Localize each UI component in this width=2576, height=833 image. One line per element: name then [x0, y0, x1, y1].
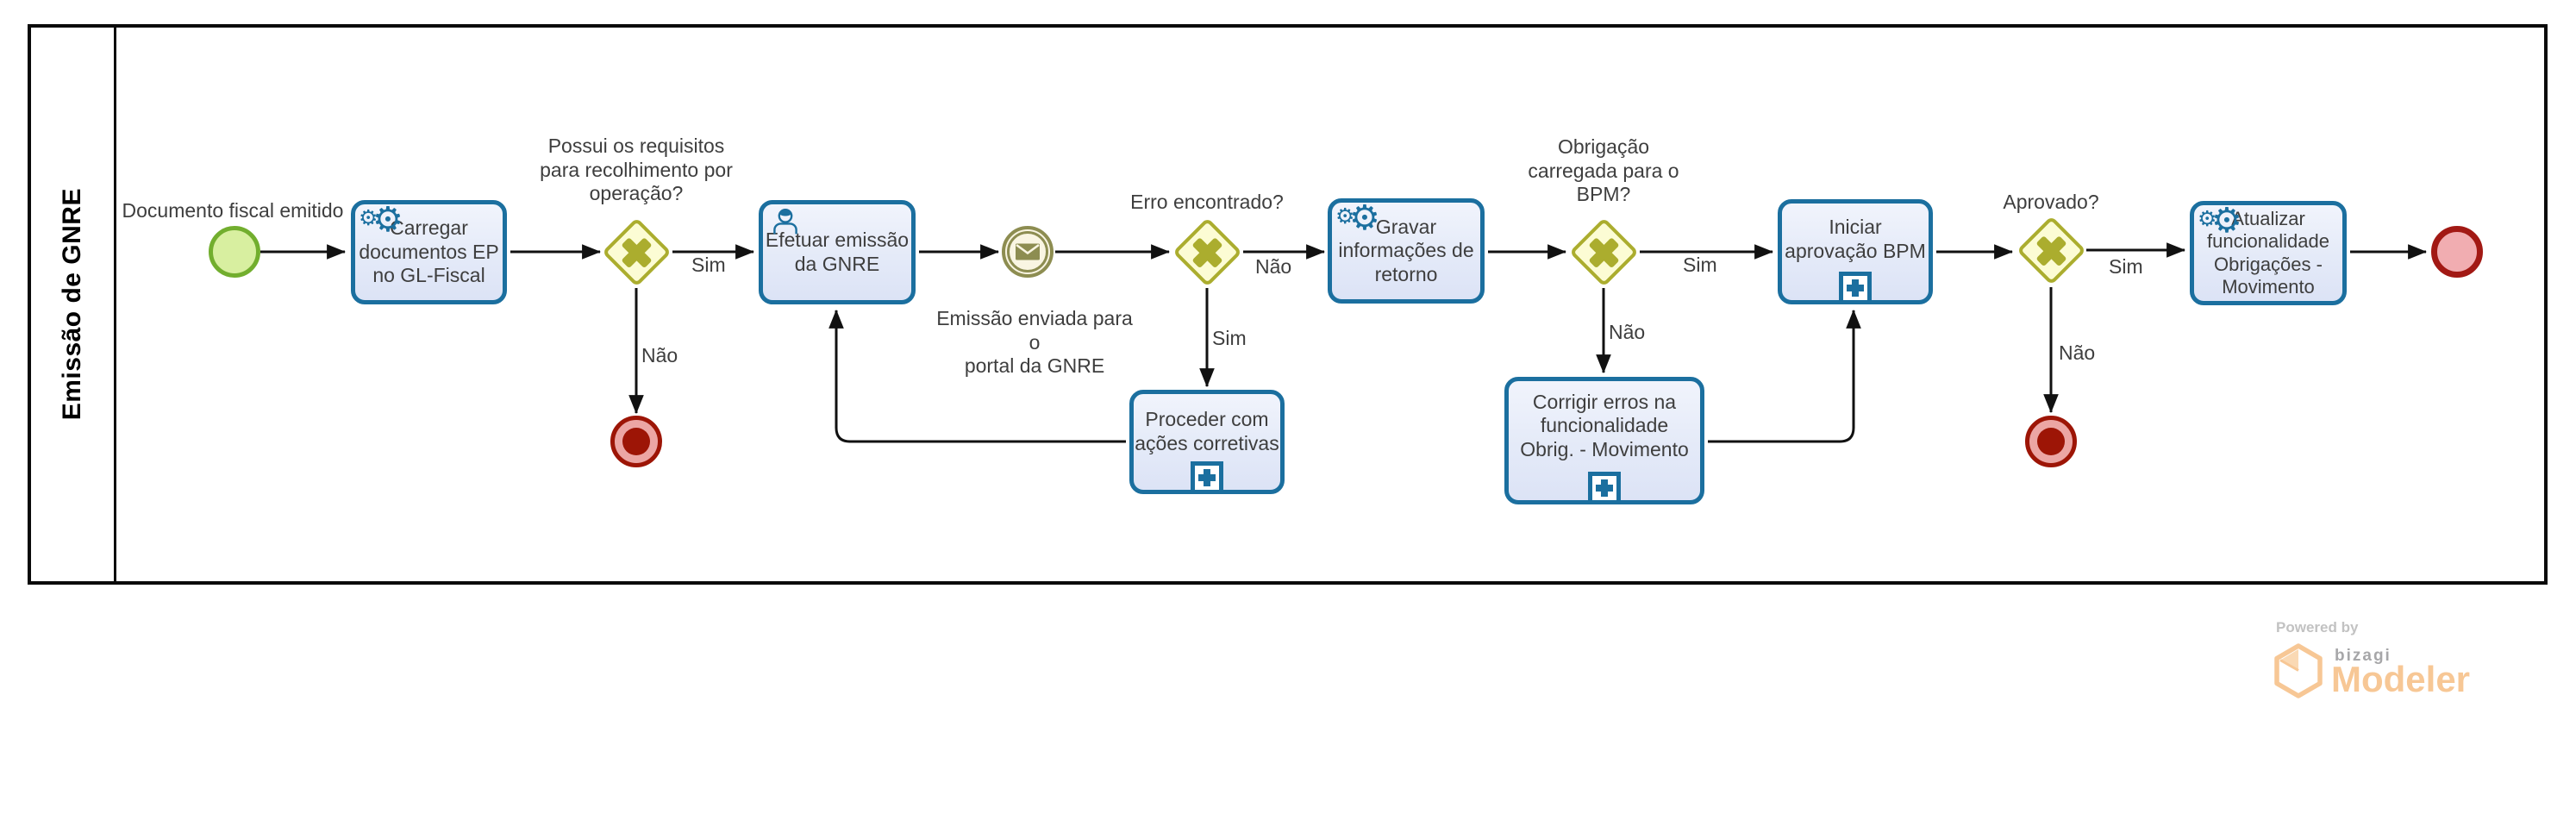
bizagi-logo-icon [2274, 643, 2323, 698]
envelope-icon [1016, 243, 1040, 260]
task-label: Gravar informações de retorno [1338, 215, 1474, 285]
end-event[interactable] [2431, 226, 2483, 278]
service-gear-icon: ⚙ ⚙ [359, 201, 403, 239]
subprocess-plus-icon[interactable] [1839, 272, 1872, 304]
edge-label-sim-2: Sim [1212, 327, 1247, 349]
edge-label-nao-3: Não [1609, 321, 1646, 343]
service-gear-icon: ⚙ ⚙ [1335, 199, 1380, 237]
process-pool: Emissão de GNRE [28, 24, 2548, 585]
start-event[interactable] [209, 226, 260, 278]
task-atualizar-funcionalidade[interactable]: ⚙ ⚙ Atualizar funcionalidade Obrigações … [2190, 201, 2347, 305]
task-label: Atualizar funcionalidade Obrigações - Mo… [2207, 207, 2329, 298]
edge-label-sim-3: Sim [1683, 254, 1717, 276]
subprocess-plus-icon[interactable] [1191, 461, 1223, 494]
edge-label-sim-1: Sim [691, 254, 726, 276]
task-gravar-informacoes[interactable]: ⚙ ⚙ Gravar informações de retorno [1328, 198, 1485, 304]
service-gear-icon: ⚙ ⚙ [2198, 202, 2242, 240]
task-label: Corrigir erros na funcionalidade Obrig. … [1520, 390, 1689, 460]
event-inner-ring [1007, 231, 1048, 272]
terminate-event-2[interactable] [2025, 416, 2077, 467]
message-event-label: Emissão enviada para o portal da GNRE [936, 307, 1133, 378]
gateway-label-aprovado: Aprovado? [2003, 191, 2099, 213]
subprocess-iniciar-aprovacao[interactable]: Iniciar aprovação BPM [1778, 199, 1933, 304]
gateway-label-obrigacao: Obrigação carregada para o BPM? [1528, 135, 1679, 206]
message-event[interactable] [1002, 226, 1054, 278]
edge-label-nao-1: Não [641, 344, 678, 366]
task-label: Iniciar aprovação BPM [1785, 216, 1926, 262]
task-efetuar-emissao[interactable]: Efetuar emissão da GNRE [759, 200, 916, 304]
start-event-label: Documento fiscal emitido [122, 199, 344, 222]
edge-label-nao-4: Não [2059, 341, 2096, 364]
subprocess-proceder-acoes[interactable]: Proceder com ações corretivas [1129, 390, 1285, 494]
subprocess-plus-icon[interactable] [1588, 472, 1621, 504]
edge-label-sim-4: Sim [2109, 255, 2143, 278]
edge-label-nao-2: Não [1255, 255, 1292, 278]
task-label: Proceder com ações corretivas [1135, 407, 1279, 454]
bizagi-brand-label: bizagi [2335, 647, 2392, 665]
task-label: Efetuar emissão da GNRE [765, 228, 910, 275]
subprocess-corrigir-erros[interactable]: Corrigir erros na funcionalidade Obrig. … [1504, 377, 1704, 504]
gateway-label-requisitos: Possui os requisitos para recolhimento p… [540, 135, 733, 205]
task-carregar-documentos[interactable]: ⚙ ⚙ Carregar documentos EP no GL-Fiscal [351, 200, 507, 304]
gateway-label-erro: Erro encontrado? [1130, 191, 1284, 213]
user-icon [773, 209, 797, 235]
powered-by-label: Powered by [2276, 619, 2359, 636]
pool-title: Emissão de GNRE [58, 188, 86, 421]
modeler-label: Modeler [2331, 659, 2471, 699]
task-label: Carregar documentos EP no GL-Fiscal [359, 216, 499, 287]
terminate-event-1[interactable] [610, 416, 662, 467]
pool-label-band: Emissão de GNRE [31, 28, 116, 581]
